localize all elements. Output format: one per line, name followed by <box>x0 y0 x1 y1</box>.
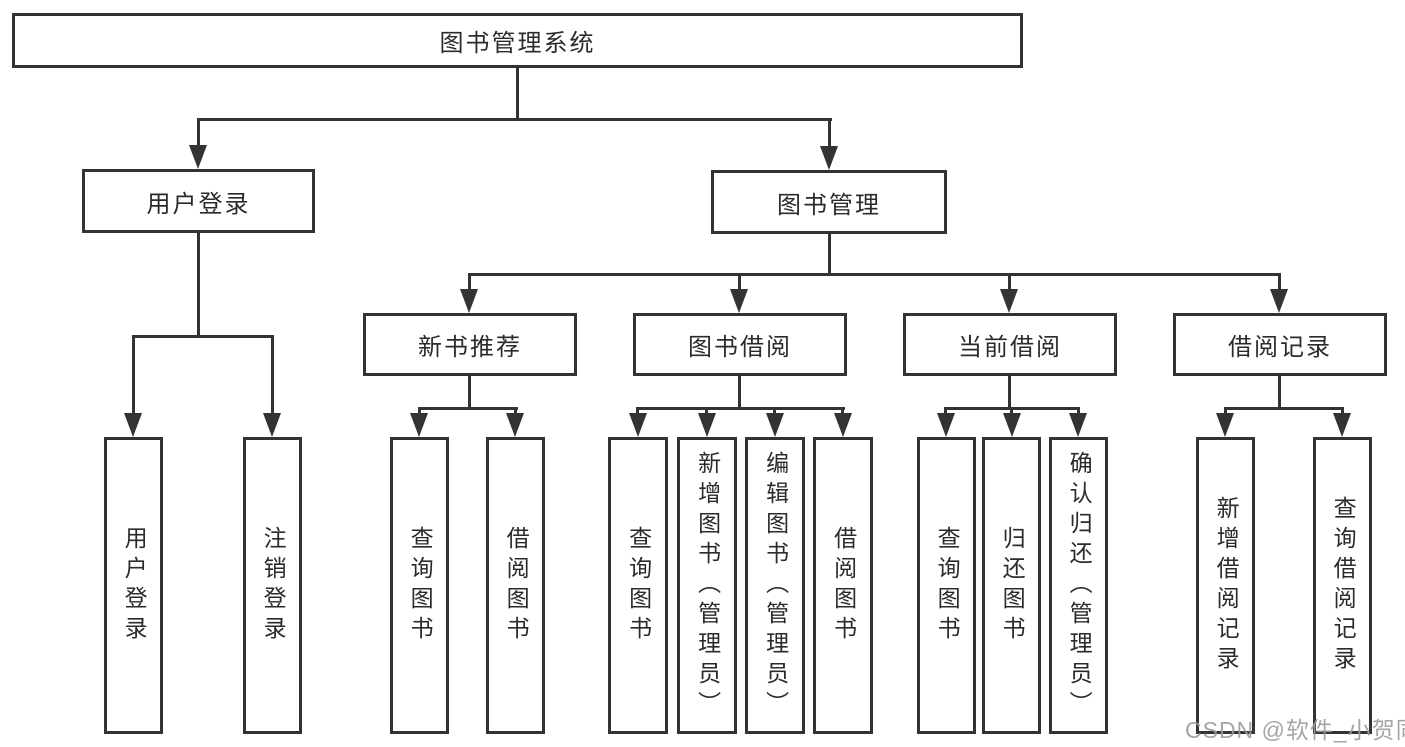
arrowhead-down <box>698 413 716 437</box>
arrowhead-down <box>766 413 784 437</box>
connector-line <box>197 233 200 335</box>
arrowhead-down <box>730 289 748 313</box>
node-book-mgmt: 图书管理 <box>711 170 947 234</box>
arrowhead-down <box>1333 413 1351 437</box>
arrowhead-down <box>629 413 647 437</box>
connector-line <box>1224 407 1344 410</box>
leaf-newbooks-borrow: 借阅图书 <box>486 437 545 734</box>
arrowhead-down <box>1270 289 1288 313</box>
arrowhead-down <box>410 413 428 437</box>
arrowhead-down <box>1000 289 1018 313</box>
connector-line <box>1008 273 1011 293</box>
node-new-books: 新书推荐 <box>363 313 577 376</box>
leaf-borrow-edit-admin: 编辑图书（管理员） <box>745 437 805 734</box>
arrowhead-down <box>124 413 142 437</box>
leaf-records-query: 查询借阅记录 <box>1313 437 1372 734</box>
leaf-logout: 注销登录 <box>243 437 302 734</box>
arrowhead-down <box>834 413 852 437</box>
leaf-current-query: 查询图书 <box>917 437 976 734</box>
leaf-current-confirm-admin: 确认归还（管理员） <box>1049 437 1108 734</box>
connector-line <box>1077 407 1080 417</box>
arrowhead-down <box>460 289 478 313</box>
leaf-records-add: 新增借阅记录 <box>1196 437 1255 734</box>
connector-line <box>1278 273 1281 293</box>
connector-line <box>516 68 519 118</box>
connector-line <box>944 407 947 417</box>
connector-line <box>468 273 471 293</box>
connector-line <box>1341 407 1344 417</box>
leaf-current-return: 归还图书 <box>982 437 1041 734</box>
leaf-borrow-query: 查询图书 <box>608 437 668 734</box>
connector-line <box>271 335 274 417</box>
arrowhead-down <box>937 413 955 437</box>
node-current-borrow: 当前借阅 <box>903 313 1117 376</box>
connector-line <box>738 273 741 293</box>
leaf-user-login: 用户登录 <box>104 437 163 734</box>
node-root: 图书管理系统 <box>12 13 1023 68</box>
arrowhead-down <box>820 146 838 170</box>
connector-line <box>132 335 274 338</box>
connector-line <box>468 273 1281 276</box>
leaf-newbooks-query: 查询图书 <box>390 437 449 734</box>
connector-line <box>197 118 832 121</box>
connector-line <box>418 407 518 410</box>
connector-line <box>514 407 517 417</box>
connector-line <box>1278 376 1281 407</box>
arrowhead-down <box>506 413 524 437</box>
leaf-borrow-add-admin: 新增图书（管理员） <box>677 437 737 734</box>
connector-line <box>468 376 471 407</box>
node-borrow-records: 借阅记录 <box>1173 313 1387 376</box>
arrowhead-down <box>1069 413 1087 437</box>
arrowhead-down <box>1216 413 1234 437</box>
connector-line <box>773 407 776 417</box>
leaf-borrow-borrow: 借阅图书 <box>813 437 873 734</box>
connector-line <box>1010 407 1013 417</box>
connector-line <box>1224 407 1227 417</box>
connector-line <box>197 118 200 148</box>
node-user-login: 用户登录 <box>82 169 315 233</box>
arrowhead-down <box>1003 413 1021 437</box>
connector-line <box>738 376 741 407</box>
arrowhead-down <box>189 145 207 169</box>
connector-line <box>828 118 831 148</box>
connector-line <box>418 407 421 417</box>
connector-line <box>841 407 844 417</box>
connector-line <box>828 234 831 273</box>
arrowhead-down <box>263 413 281 437</box>
connector-line <box>1008 376 1011 407</box>
csdn-watermark: CSDN @软件_小贺同学 <box>1185 717 1405 743</box>
node-book-borrow: 图书借阅 <box>633 313 847 376</box>
connector-line <box>132 335 135 417</box>
connector-line <box>705 407 708 417</box>
connector-line <box>636 407 845 410</box>
connector-line <box>636 407 639 417</box>
